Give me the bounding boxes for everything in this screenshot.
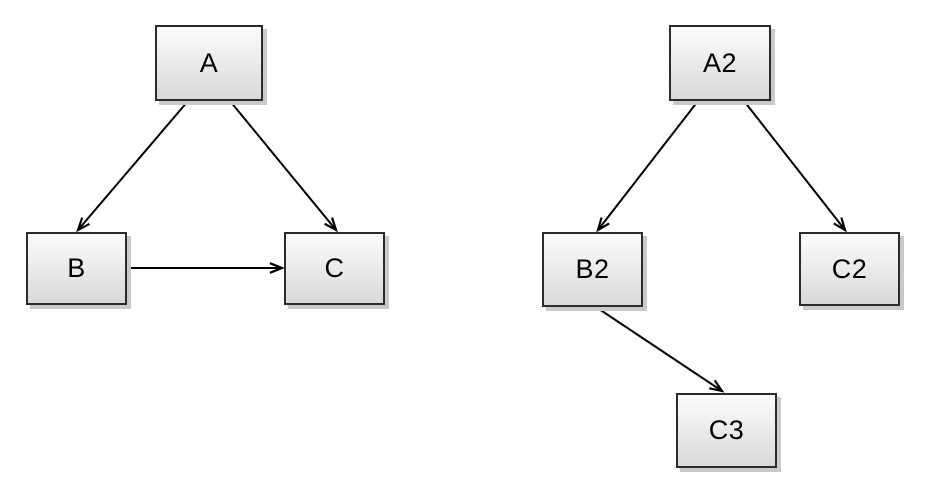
edge-b2-to-c3: [595, 306, 725, 393]
edge-a2-to-b2: [596, 100, 699, 233]
node-label: C2: [831, 253, 868, 284]
node-a[interactable]: A: [155, 25, 263, 101]
node-label: A2: [702, 47, 738, 78]
edge-line: [595, 306, 723, 392]
edge-a-to-b: [76, 100, 189, 233]
node-label: A: [199, 47, 219, 78]
node-b2[interactable]: B2: [542, 232, 643, 307]
node-c2[interactable]: C2: [799, 232, 900, 306]
node-label: B2: [575, 254, 610, 284]
edge-line: [743, 100, 846, 231]
edge-a-to-c: [229, 100, 338, 233]
node-a2[interactable]: A2: [669, 25, 771, 101]
node-label: C3: [708, 415, 745, 445]
arrowhead-icon: [709, 379, 725, 393]
edge-a2-to-c2: [743, 100, 847, 233]
node-c3[interactable]: C3: [676, 393, 777, 468]
edge-line: [229, 100, 337, 231]
edge-b-to-c: [129, 262, 285, 274]
node-b[interactable]: B: [26, 232, 127, 305]
arrowhead-icon: [596, 217, 610, 233]
node-label: B: [67, 253, 86, 283]
arrowhead-icon: [324, 217, 338, 233]
arrowhead-icon: [269, 262, 285, 274]
node-c[interactable]: C: [284, 232, 385, 305]
edge-line: [77, 100, 189, 231]
arrowhead-icon: [76, 217, 91, 233]
node-label: C: [324, 253, 345, 283]
edge-line: [597, 100, 699, 231]
arrowhead-icon: [833, 217, 847, 233]
